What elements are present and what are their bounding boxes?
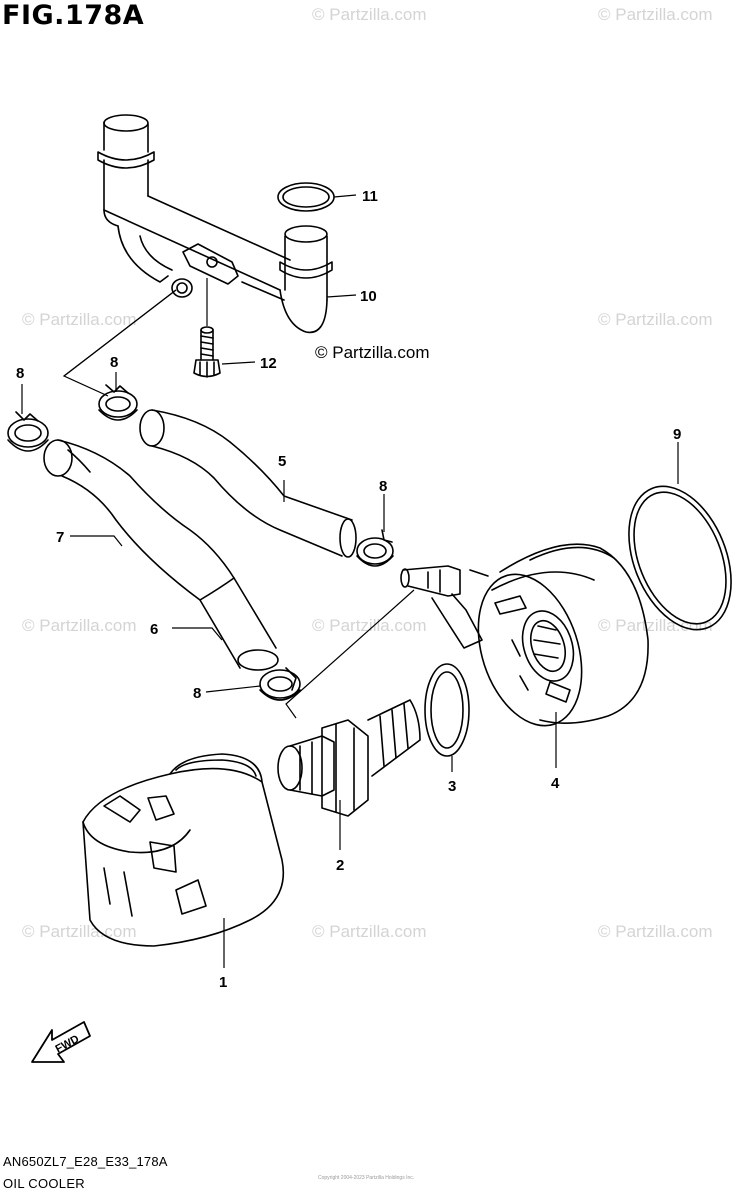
callout-label-8: 8 [379, 478, 387, 495]
o-ring-part-11 [277, 182, 335, 212]
hose-clamp-part-8 [7, 411, 49, 452]
oil-filter-part-1 [82, 753, 284, 947]
callout-label-9: 9 [673, 426, 681, 443]
callout-label-7: 7 [56, 529, 64, 546]
hose-part-6 [199, 577, 279, 671]
bolt-part-12 [193, 326, 221, 378]
watermark: © Partzilla.com [598, 5, 713, 24]
watermark: © Partzilla.com [598, 922, 713, 941]
inline-watermark: © Partzilla.com [315, 343, 430, 362]
callout-label-2: 2 [336, 857, 344, 874]
o-ring-part-9 [628, 485, 732, 631]
fitting-part-4 [400, 565, 489, 649]
oil-cooler-part-4 [477, 543, 649, 727]
watermark: © Partzilla.com [22, 616, 137, 635]
hose-part-5 [139, 409, 357, 558]
callout-label-11: 11 [362, 188, 378, 205]
callout-label-8: 8 [193, 685, 201, 702]
callout-label-3: 3 [448, 778, 456, 795]
callout-label-4: 4 [551, 775, 560, 792]
hose-clamp-part-8 [356, 529, 394, 567]
watermark: © Partzilla.com [598, 310, 713, 329]
figure-title: FIG.178A [2, 0, 145, 31]
union-bolt-part-2 [277, 699, 421, 817]
watermark: © Partzilla.com [312, 616, 427, 635]
watermark: © Partzilla.com [312, 922, 427, 941]
copyright-fine-print: Copyright 2004-2023 Partzilla Holdings I… [318, 1175, 415, 1181]
hose-clamp-part-8 [98, 384, 138, 421]
figure-name: OIL COOLER [3, 1176, 85, 1191]
callout-label-5: 5 [278, 453, 286, 470]
figure-code: AN650ZL7_E28_E33_178A [3, 1154, 168, 1169]
callout-label-6: 6 [150, 621, 158, 638]
hose-clamp-part-8 [259, 667, 301, 701]
callout-label-12: 12 [260, 355, 277, 372]
forward-arrow-icon [31, 1021, 91, 1063]
hose-part-7 [43, 439, 235, 601]
washer-part-3 [424, 663, 470, 757]
watermark: © Partzilla.com [312, 5, 427, 24]
callout-label-10: 10 [360, 288, 377, 305]
watermark: © Partzilla.com [22, 310, 137, 329]
callout-label-8: 8 [16, 365, 24, 382]
callout-label-8: 8 [110, 354, 118, 371]
callout-label-1: 1 [219, 974, 227, 991]
oil-pipe-part-10 [97, 114, 333, 334]
